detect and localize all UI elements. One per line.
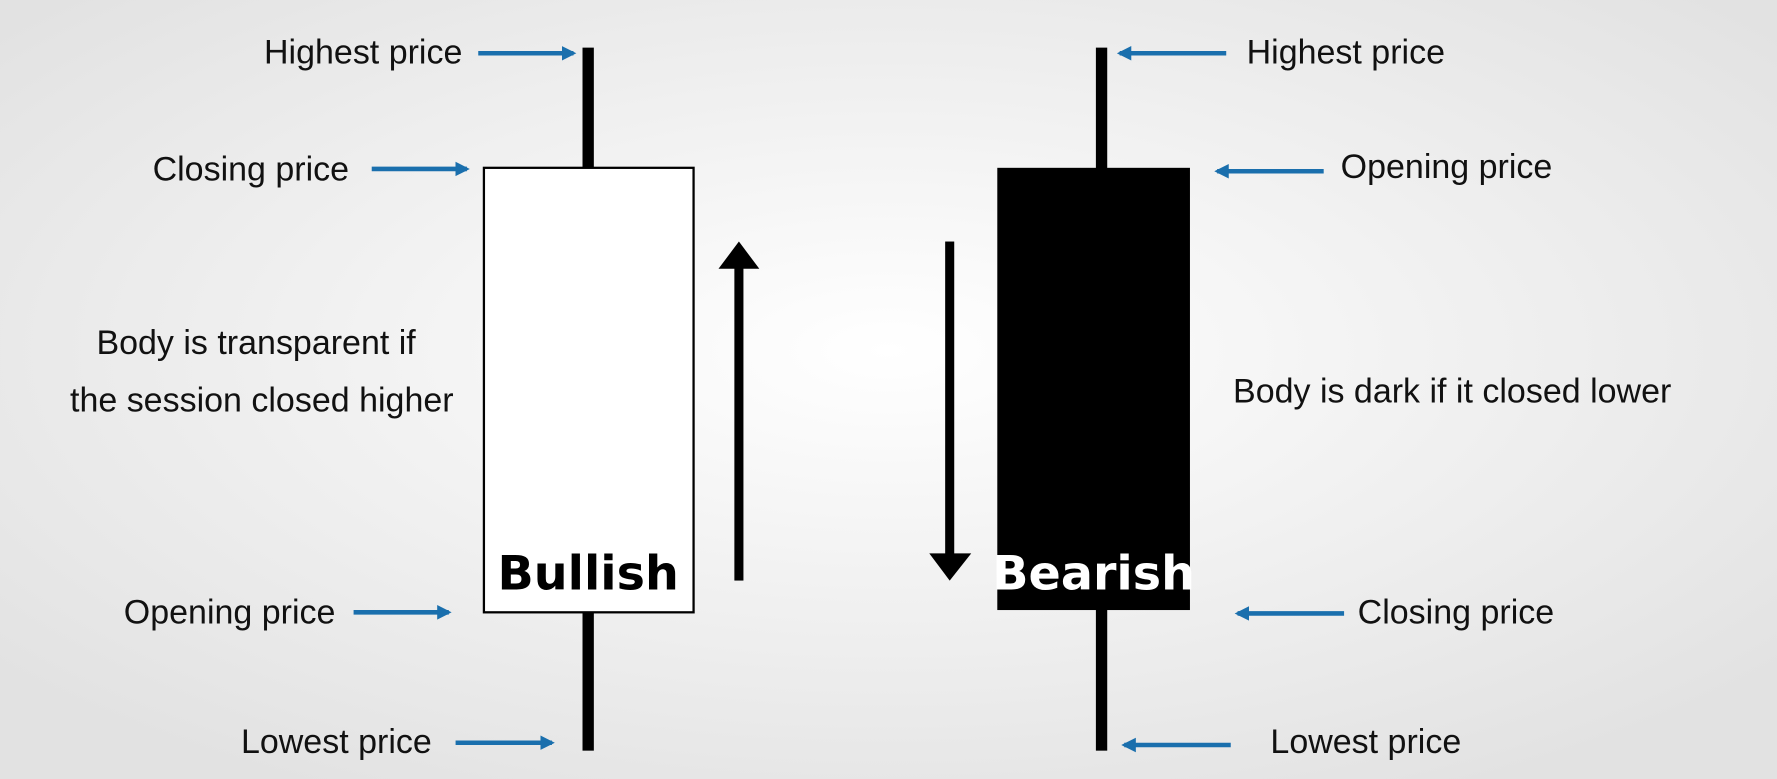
bullish-lowest-label: Lowest price [241,723,432,761]
down-arrow-icon [929,241,972,581]
bullish-closing-label: Closing price [153,150,349,188]
up-arrow-icon [718,241,760,581]
bullish-note-line1: Body is transparent if [96,324,416,362]
bullish-note-line2: the session closed higher [70,382,454,420]
bullish-highest-label: Highest price [264,33,462,71]
bearish-closing-label: Closing price [1358,594,1554,632]
bullish-candle: Bullish [482,47,695,751]
bearish-body [997,167,1190,611]
bearish-highest-label: Highest price [1247,33,1445,71]
bearish-opening-label: Opening price [1341,148,1553,186]
bearish-lowest-label: Lowest price [1270,723,1461,761]
bearish-title: Bearish [992,547,1195,602]
bullish-body [482,166,695,614]
bullish-opening-label: Opening price [124,594,336,632]
bearish-candle: Bearish [992,47,1195,751]
bullish-title: Bullish [498,547,679,602]
bearish-note: Body is dark if it closed lower [1233,373,1671,411]
